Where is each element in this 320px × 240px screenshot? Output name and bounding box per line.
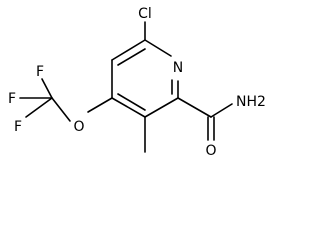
atom-fluorine-left: F: [8, 91, 16, 107]
double-bond-c5-c6-inner: [117, 48, 146, 66]
double-bond-c3-c4-inner: [117, 93, 146, 111]
bond-c4-ether-o: [87, 97, 113, 113]
bond-ether-o-cf3: [51, 97, 71, 122]
bond-cf3-f-top: [41, 78, 53, 99]
bond-carbonyl-nh2: [210, 103, 233, 118]
bond-c4-c3: [111, 97, 146, 118]
bond-c3-c2: [144, 97, 179, 118]
molecule-structure: Cl N NH2 O O F F F: [8, 6, 266, 159]
atom-amide-oxygen: O: [205, 143, 216, 159]
bond-c6-c5: [111, 39, 146, 61]
atom-fluorine-top: F: [36, 64, 44, 80]
atom-amide-nitrogen: NH2: [236, 94, 266, 110]
bond-n1-c6: [144, 39, 172, 57]
atom-ring-nitrogen: N: [173, 60, 183, 76]
bond-cf3-f-left-bottom: [25, 97, 53, 118]
atom-chlorine: Cl: [138, 6, 152, 22]
atom-fluorine-bottom: F: [14, 119, 22, 135]
atom-ether-oxygen: O: [73, 119, 84, 135]
bond-c2-carbonyl: [177, 97, 212, 118]
